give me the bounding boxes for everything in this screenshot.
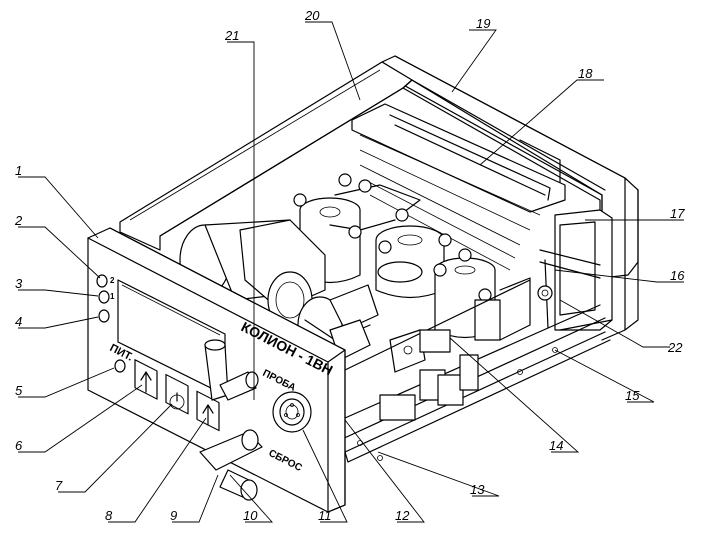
heat-sink	[351, 103, 566, 271]
pump-assembly	[293, 173, 531, 341]
reset-connector	[272, 391, 312, 433]
callout-3: 3	[15, 276, 23, 291]
callout-19: 19	[476, 16, 490, 31]
callout-16: 16	[670, 268, 685, 283]
svg-text:1: 1	[110, 292, 115, 301]
callout-5: 5	[15, 383, 23, 398]
power-led-icon	[114, 359, 126, 373]
callout-14: 14	[549, 438, 563, 453]
callout-11: 11	[318, 508, 332, 523]
callout-12: 12	[395, 508, 410, 523]
callout-17: 17	[670, 206, 685, 221]
callout-22: 22	[667, 340, 683, 355]
terminal-bracket	[537, 209, 613, 331]
callout-21: 21	[224, 28, 239, 43]
callout-13: 13	[470, 482, 485, 497]
leader-lines	[18, 21, 684, 523]
svg-text:2: 2	[110, 276, 115, 285]
top-cover	[119, 61, 413, 251]
callout-4: 4	[15, 314, 22, 329]
sample-inlet	[204, 339, 259, 401]
callout-7: 7	[55, 478, 63, 493]
callout-10: 10	[243, 508, 258, 523]
callout-18: 18	[578, 66, 593, 81]
callout-9: 9	[170, 508, 177, 523]
callout-2: 2	[14, 213, 23, 228]
callout-15: 15	[625, 388, 640, 403]
callout-20: 20	[304, 8, 320, 23]
circuit-board	[344, 279, 531, 421]
callout-8: 8	[105, 508, 113, 523]
callout-1: 1	[15, 163, 22, 178]
callout-6: 6	[15, 438, 23, 453]
indicator-leds: 2 1	[96, 274, 126, 373]
callout-numbers: 1 2 3 4 5 6 7 8 9 10 11 12 13 14 15 16 1…	[14, 8, 685, 523]
